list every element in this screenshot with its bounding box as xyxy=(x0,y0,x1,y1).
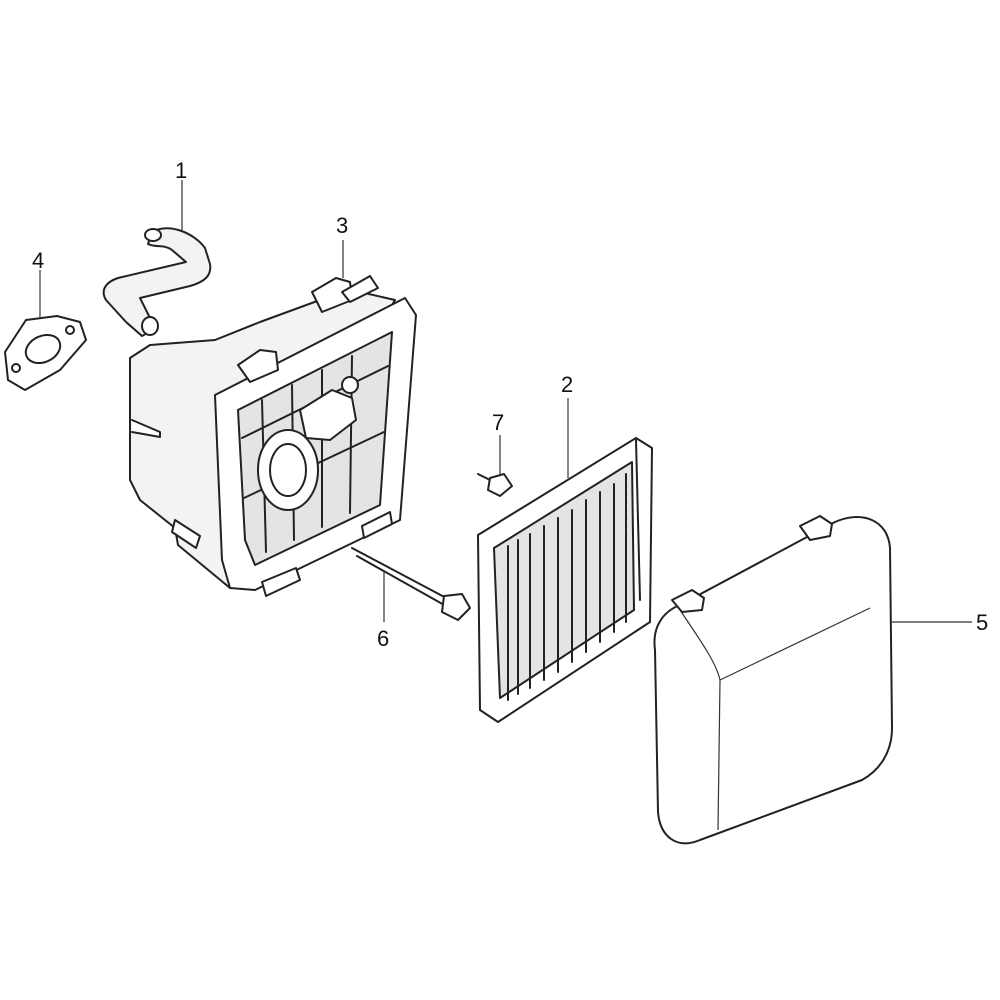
long-bolt-part xyxy=(351,547,471,621)
callout-5: 5 xyxy=(976,610,988,635)
callout-6: 6 xyxy=(377,626,389,651)
breather-hose-part xyxy=(102,227,212,337)
callout-4: 4 xyxy=(32,248,44,273)
air-filter-part xyxy=(477,437,653,723)
callout-7: 7 xyxy=(492,410,504,435)
air-cleaner-cover-part xyxy=(653,515,893,845)
air-cleaner-case-part xyxy=(129,275,417,597)
short-bolt-part xyxy=(477,473,513,497)
callout-3: 3 xyxy=(336,213,348,238)
callout-2: 2 xyxy=(561,372,573,397)
callout-1: 1 xyxy=(175,158,187,183)
gasket-part xyxy=(4,315,87,391)
